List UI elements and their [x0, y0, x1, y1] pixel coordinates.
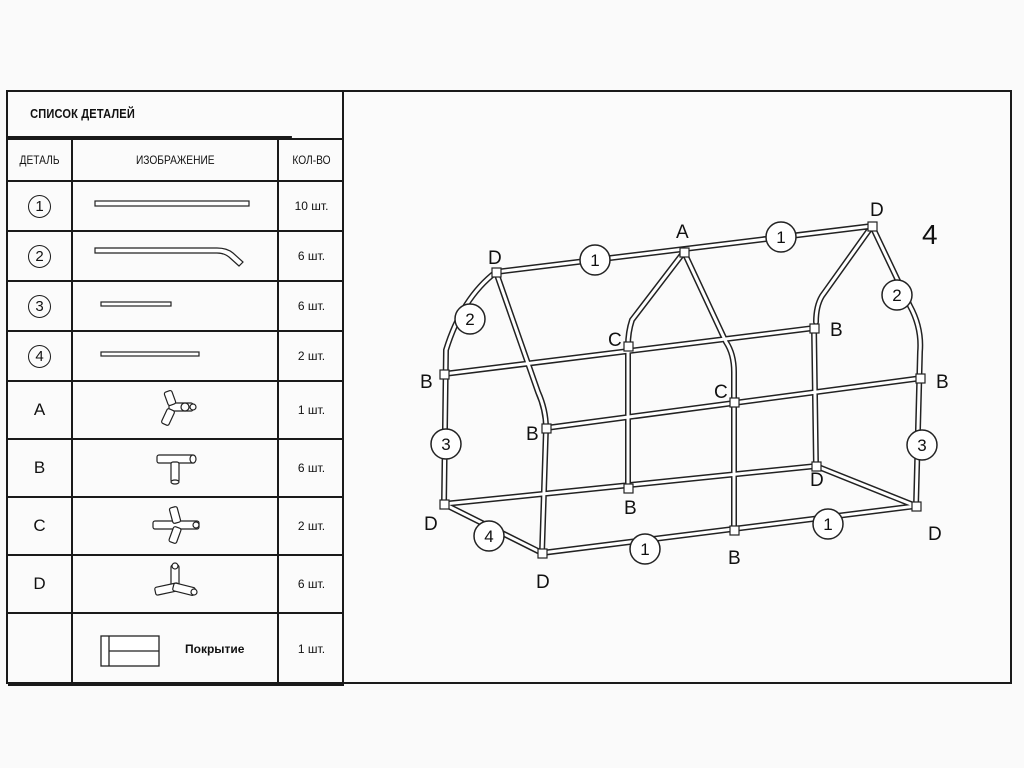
connector-b-icon	[156, 453, 197, 485]
part-image: Покрытие	[71, 612, 279, 686]
table-row: 4 2 шт.	[8, 330, 344, 382]
connector-label-a: A	[676, 222, 689, 243]
connector-label-d: D	[928, 524, 942, 545]
connector-label-d: D	[810, 470, 824, 491]
part-image	[71, 180, 279, 232]
part-id: 2	[8, 230, 73, 282]
part-qty: 2 шт.	[277, 496, 344, 556]
part-image	[71, 380, 279, 440]
table-row: D 6 шт.	[8, 554, 344, 614]
part-number-circle: 4	[28, 344, 51, 368]
parts-table: ДЕТАЛЬ ИЗОБРАЖЕНИЕ КОЛ-ВО 1 10 шт. 2	[8, 138, 344, 686]
part-id: 3	[8, 280, 73, 332]
part-number-circle: 3	[28, 294, 51, 318]
connector-label-d: D	[488, 248, 502, 269]
connector-label-b: B	[526, 424, 539, 445]
part-id: 4	[8, 330, 73, 382]
cover-label: Покрытие	[185, 642, 245, 656]
connector-label-b: B	[624, 498, 637, 519]
table-row: B 6 шт.	[8, 438, 344, 498]
connector-label-b: B	[420, 372, 433, 393]
table-row: 1 10 шт.	[8, 180, 344, 232]
part-id: A	[8, 380, 73, 440]
connector-labels: D A D B C B B C B D B D D B D	[420, 200, 949, 593]
part-image	[71, 230, 279, 282]
part-qty: 10 шт.	[277, 180, 344, 232]
connector-c-icon	[152, 505, 200, 544]
part-id	[8, 612, 73, 686]
header-part: ДЕТАЛЬ	[8, 138, 73, 182]
parts-list-panel: СПИСОК ДЕТАЛЕЙ ДЕТАЛЬ ИЗОБРАЖЕНИЕ КОЛ-ВО…	[8, 92, 344, 686]
connector-label-b: B	[936, 372, 949, 393]
pipe-bent-icon	[94, 246, 244, 267]
part-qty: 6 шт.	[277, 554, 344, 614]
connector-label-d: D	[424, 514, 438, 535]
step-number: 4	[922, 219, 938, 250]
frame-joints	[439, 221, 926, 559]
part-number-circle: 1	[28, 194, 51, 218]
tube-label-2: 2	[892, 286, 901, 305]
connector-d-icon	[154, 561, 198, 596]
table-row: 3 6 шт.	[8, 280, 344, 332]
table-row: Покрытие 1 шт.	[8, 612, 344, 686]
header-image: ИЗОБРАЖЕНИЕ	[71, 138, 279, 182]
tube-labels: 1 1 2 2 3 3 4 1 1	[430, 221, 938, 565]
part-qty: 6 шт.	[277, 280, 344, 332]
part-image	[71, 438, 279, 498]
part-image	[71, 280, 279, 332]
table-row: C 2 шт.	[8, 496, 344, 556]
pipe-long-icon	[94, 199, 250, 207]
instruction-sheet: СПИСОК ДЕТАЛЕЙ ДЕТАЛЬ ИЗОБРАЖЕНИЕ КОЛ-ВО…	[6, 90, 1012, 686]
connector-label-b: B	[728, 548, 741, 569]
part-qty: 1 шт.	[277, 612, 344, 686]
part-image	[71, 496, 279, 556]
part-id: B	[8, 438, 73, 498]
part-id: C	[8, 496, 73, 556]
connector-a-icon	[161, 389, 197, 426]
part-number-circle: 2	[28, 244, 51, 268]
tube-label-1: 1	[776, 228, 785, 247]
part-qty: 1 шт.	[277, 380, 344, 440]
connector-label-d: D	[536, 572, 550, 593]
connector-label-d: D	[870, 200, 884, 221]
tube-label-1: 1	[590, 251, 599, 270]
part-id: 1	[8, 180, 73, 232]
part-qty: 6 шт.	[277, 230, 344, 282]
pipe-medium-icon	[100, 350, 200, 357]
frame-tubes	[440, 223, 925, 557]
part-qty: 6 шт.	[277, 438, 344, 498]
part-id: D	[8, 554, 73, 614]
pipe-short-icon	[100, 300, 172, 307]
connector-label-b: B	[830, 320, 843, 341]
tube-label-3: 3	[441, 435, 450, 454]
tube-label-1: 1	[823, 515, 832, 534]
part-image	[71, 554, 279, 614]
header-qty: КОЛ-ВО	[277, 138, 344, 182]
tube-label-2: 2	[465, 310, 474, 329]
table-row: A 1 шт.	[8, 380, 344, 440]
tube-label-1: 1	[640, 540, 649, 559]
table-row: 2 6 шт.	[8, 230, 344, 282]
part-image	[71, 330, 279, 382]
parts-list-title: СПИСОК ДЕТАЛЕЙ	[8, 92, 292, 138]
parts-table-header: ДЕТАЛЬ ИЗОБРАЖЕНИЕ КОЛ-ВО	[8, 138, 344, 182]
tube-label-3: 3	[917, 436, 926, 455]
connector-label-c: C	[714, 382, 728, 403]
greenhouse-frame-diagram: .tube { stroke: #222; stroke-width: 6; s…	[420, 200, 949, 593]
cover-sheet-icon	[100, 635, 160, 667]
tube-label-4: 4	[484, 527, 493, 546]
connector-label-c: C	[608, 330, 622, 351]
part-qty: 2 шт.	[277, 330, 344, 382]
